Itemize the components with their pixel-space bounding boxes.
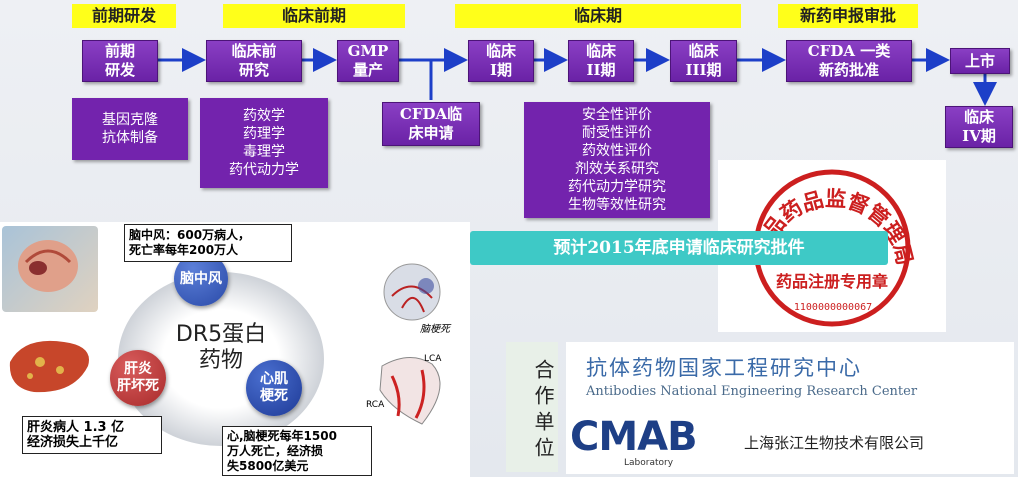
flow-arrows xyxy=(158,48,997,106)
step-phase3: 临床 III期 xyxy=(670,40,737,82)
phase-header-approval: 新药申报审批 xyxy=(778,4,918,28)
phase-header-clinical: 临床期 xyxy=(455,4,741,28)
partner-center-cn: 抗体药物国家工程研究中心 xyxy=(586,356,862,380)
cmab-logo: CMAB xyxy=(570,414,698,460)
heart-circle: 心肌 梗死 xyxy=(246,360,302,416)
partner-company: 上海张江生物技术有限公司 xyxy=(744,434,925,452)
phase-header-preclinical-research: 前期研发 xyxy=(72,4,176,28)
step-phase2: 临床 II期 xyxy=(568,40,634,82)
dr5-center-label: DR5蛋白 药物 xyxy=(175,322,267,373)
detail-clinical-evaluation: 安全性评价 耐受性评价 药效性评价 剂效关系研究 药代动力学研究 生物等效性研究 xyxy=(524,102,710,218)
detail-pharmacology: 药效学 药理学 毒理学 药代动力学 xyxy=(200,98,328,188)
stamp-inner-text: 药品注册专用章 xyxy=(775,272,888,291)
partners-panel: 抗体药物国家工程研究中心 Antibodies National Enginee… xyxy=(566,342,1014,474)
heart-note: 心,脑梗死每年1500 万人死亡，经济损 失5800亿美元 xyxy=(222,426,372,476)
step-cfda-apply: CFDA临 床申请 xyxy=(382,102,480,146)
step-market: 上市 xyxy=(950,48,1010,74)
step-preclinical-study: 临床前 研究 xyxy=(206,40,302,82)
hepatitis-circle: 肝炎 肝坏死 xyxy=(110,350,166,406)
partners-label: 合作单位 xyxy=(506,342,558,472)
partner-center-en: Antibodies National Engineering Research… xyxy=(586,384,918,399)
liver-image xyxy=(4,332,96,404)
brain-infarct-label: 脑梗死 xyxy=(420,324,450,335)
heart-label-rca: RCA xyxy=(366,400,385,410)
detail-gene-cloning: 基因克隆 抗体制备 xyxy=(72,98,188,160)
dr5-panel: 脑梗死 LCA RCA DR5蛋白 药物 脑中风 肝炎 肝坏死 心肌 梗死 脑中… xyxy=(0,222,470,477)
step-phase4: 临床 IV期 xyxy=(945,106,1013,148)
heart-label-lca: LCA xyxy=(424,354,442,364)
stroke-note: 脑中风：600万病人， 死亡率每年200万人 xyxy=(124,224,292,262)
clinical-approval-banner: 预计2015年底申请临床研究批件 xyxy=(470,231,888,265)
step-gmp: GMP 量产 xyxy=(337,40,399,82)
brain-infarct-image: 脑梗死 xyxy=(362,256,462,340)
heart-image: LCA RCA xyxy=(362,346,460,434)
stamp-serial: 1100000000067 xyxy=(793,302,873,313)
hepatitis-note: 肝炎病人 1.3 亿 经济损失上千亿 xyxy=(22,416,162,454)
step-preclinical-research: 前期 研发 xyxy=(82,40,158,82)
brain-scan-image xyxy=(2,226,98,312)
phase-header-preclinical: 临床前期 xyxy=(223,4,405,28)
step-phase1: 临床 I期 xyxy=(468,40,534,82)
cmab-sub: Laboratory xyxy=(624,458,674,468)
step-cfda-approve: CFDA 一类 新药批准 xyxy=(786,40,912,82)
